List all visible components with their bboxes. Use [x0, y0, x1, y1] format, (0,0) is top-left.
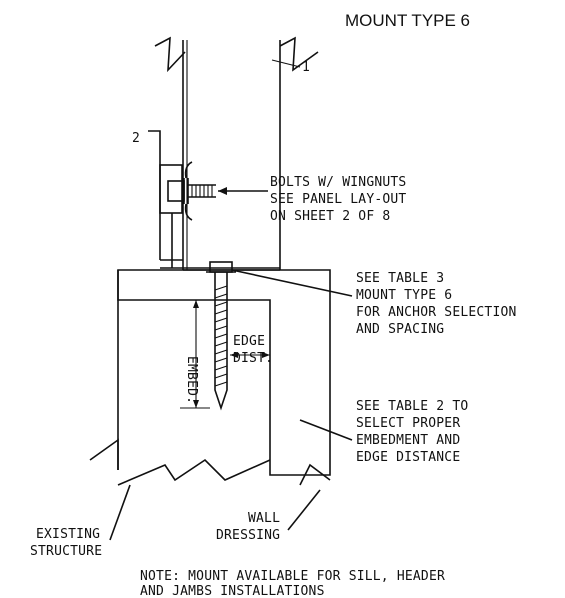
edge-dimension — [230, 352, 270, 358]
wall-dressing — [89, 269, 331, 486]
footer-note: NOTE: MOUNT AVAILABLE FOR SILL, HEADER A… — [140, 569, 445, 598]
wall-dressing-label: WALL DRESSING — [216, 511, 280, 543]
svg-text:SEE PANEL LAY-OUT: SEE PANEL LAY-OUT — [270, 192, 406, 207]
clip — [148, 130, 280, 269]
table3-note: SEE TABLE 3 MOUNT TYPE 6 FOR ANCHOR SELE… — [356, 271, 517, 337]
svg-text:SEE TABLE 2 TO: SEE TABLE 2 TO — [356, 399, 468, 414]
callout-2: 2 — [132, 131, 140, 146]
svg-text:EDGE DISTANCE: EDGE DISTANCE — [356, 450, 460, 465]
svg-text:AND JAMBS INSTALLATIONS: AND JAMBS INSTALLATIONS — [140, 584, 325, 598]
panel — [154, 36, 319, 271]
table2-note: SEE TABLE 2 TO SELECT PROPER EMBEDMENT A… — [356, 399, 468, 465]
svg-text:BOLTS W/ WINGNUTS: BOLTS W/ WINGNUTS — [270, 175, 406, 190]
embed-label: EMBED. — [184, 356, 199, 404]
embed-dimension — [180, 299, 210, 409]
svg-text:ON SHEET 2 OF 8: ON SHEET 2 OF 8 — [270, 209, 390, 224]
svg-text:STRUCTURE: STRUCTURE — [30, 544, 102, 559]
wingnut-bolt — [167, 161, 216, 221]
svg-text:AND SPACING: AND SPACING — [356, 322, 444, 337]
svg-text:NOTE: MOUNT AVAILABLE FOR SILL: NOTE: MOUNT AVAILABLE FOR SILL, HEADER — [140, 569, 445, 584]
svg-text:SEE TABLE 3: SEE TABLE 3 — [356, 271, 444, 286]
svg-text:WALL: WALL — [248, 511, 280, 526]
svg-text:MOUNT TYPE 6: MOUNT TYPE 6 — [356, 288, 452, 303]
svg-text:SELECT PROPER: SELECT PROPER — [356, 416, 460, 431]
existing-structure-label: EXISTING STRUCTURE — [30, 527, 102, 559]
bolt-note: BOLTS W/ WINGNUTS SEE PANEL LAY-OUT ON S… — [270, 175, 406, 224]
anchor-bolt — [206, 261, 236, 411]
svg-text:EDGE: EDGE — [233, 334, 265, 349]
svg-text:EMBEDMENT AND: EMBEDMENT AND — [356, 433, 460, 448]
svg-text:EXISTING: EXISTING — [36, 527, 100, 542]
svg-text:DRESSING: DRESSING — [216, 528, 280, 543]
svg-text:FOR ANCHOR SELECTION: FOR ANCHOR SELECTION — [356, 305, 517, 320]
drawing-title: MOUNT TYPE 6 — [345, 11, 470, 30]
edge-label: EDGE DIST. — [233, 334, 273, 366]
svg-text:DIST.: DIST. — [233, 351, 273, 366]
callout-1: 1 — [302, 60, 310, 75]
